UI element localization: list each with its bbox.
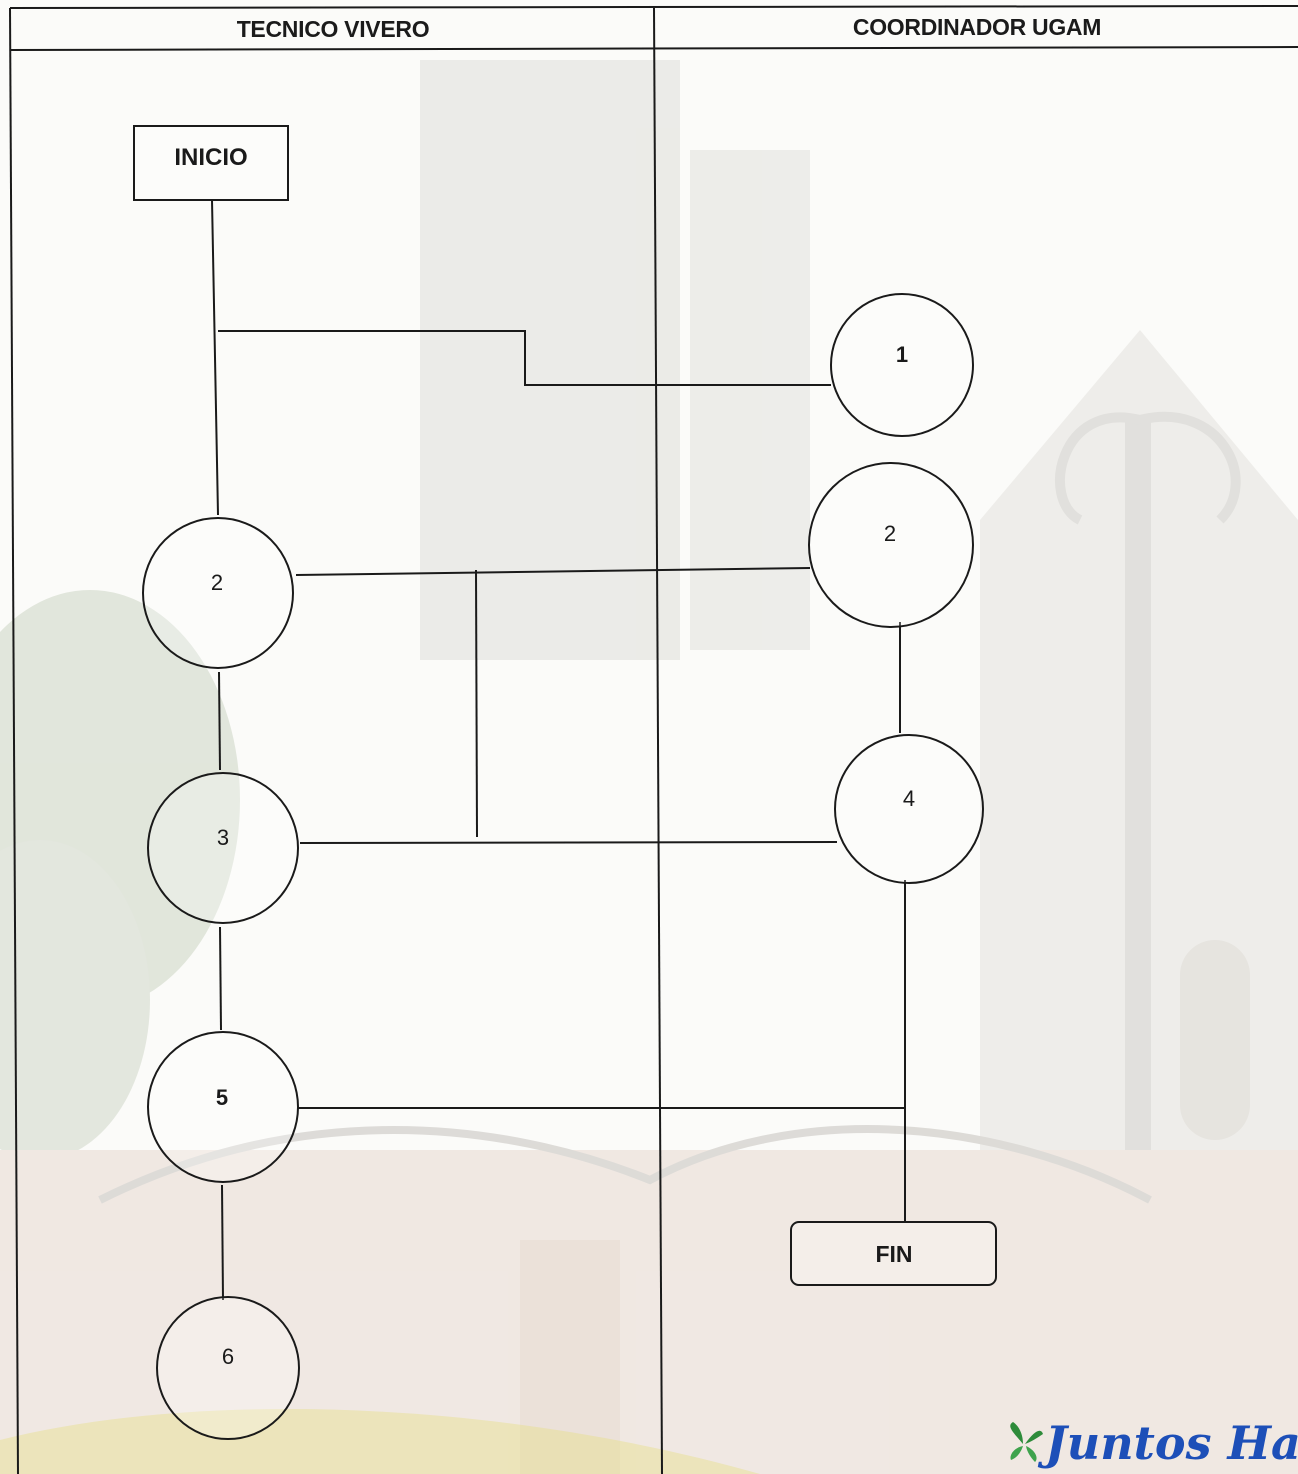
- node-l3: [147, 772, 299, 924]
- connector-l5-l6: [221, 1184, 224, 1301]
- connector-l3-r4: [299, 841, 838, 844]
- table-top-border: [9, 5, 1298, 9]
- lane-header-coordinador-ugam: COORDINADOR UGAM: [852, 13, 1102, 40]
- node-r2-label: 2: [884, 521, 896, 546]
- leaf-icon: [1010, 1422, 1043, 1462]
- node-l3-label: 3: [217, 825, 229, 850]
- node-r2: [808, 462, 974, 628]
- end-box: [790, 1221, 997, 1286]
- connector-l3-l5: [219, 926, 222, 1031]
- start-label: INICIO: [174, 144, 247, 171]
- connector-to-r1: [218, 330, 831, 386]
- node-l2: [142, 517, 294, 669]
- node-r4-label: 4: [903, 786, 915, 811]
- node-r1: [830, 293, 974, 437]
- lane-header-tecnico-vivero: TECNICO VIVERO: [236, 15, 430, 42]
- node-l2-label: 2: [211, 570, 223, 595]
- connector-l2-r2: [295, 567, 811, 576]
- lane-divider: [653, 7, 663, 1474]
- node-l6-label: 6: [222, 1344, 234, 1369]
- end-label: FIN: [875, 1241, 912, 1267]
- node-r4: [834, 734, 984, 884]
- node-r1-label: 1: [896, 342, 908, 367]
- node-l6: [156, 1296, 300, 1440]
- node-l5: [147, 1031, 299, 1183]
- start-box: [133, 125, 289, 201]
- node-l5-label: 5: [216, 1085, 228, 1110]
- connector-inicio-down: [211, 199, 219, 516]
- connector-l2-l3: [218, 671, 221, 771]
- table-left-border: [9, 7, 19, 1474]
- connector-branch-down: [475, 569, 478, 838]
- logo-text: Juntos Hare: [1045, 1416, 1298, 1470]
- logo: Juntos Hare: [1005, 1412, 1298, 1474]
